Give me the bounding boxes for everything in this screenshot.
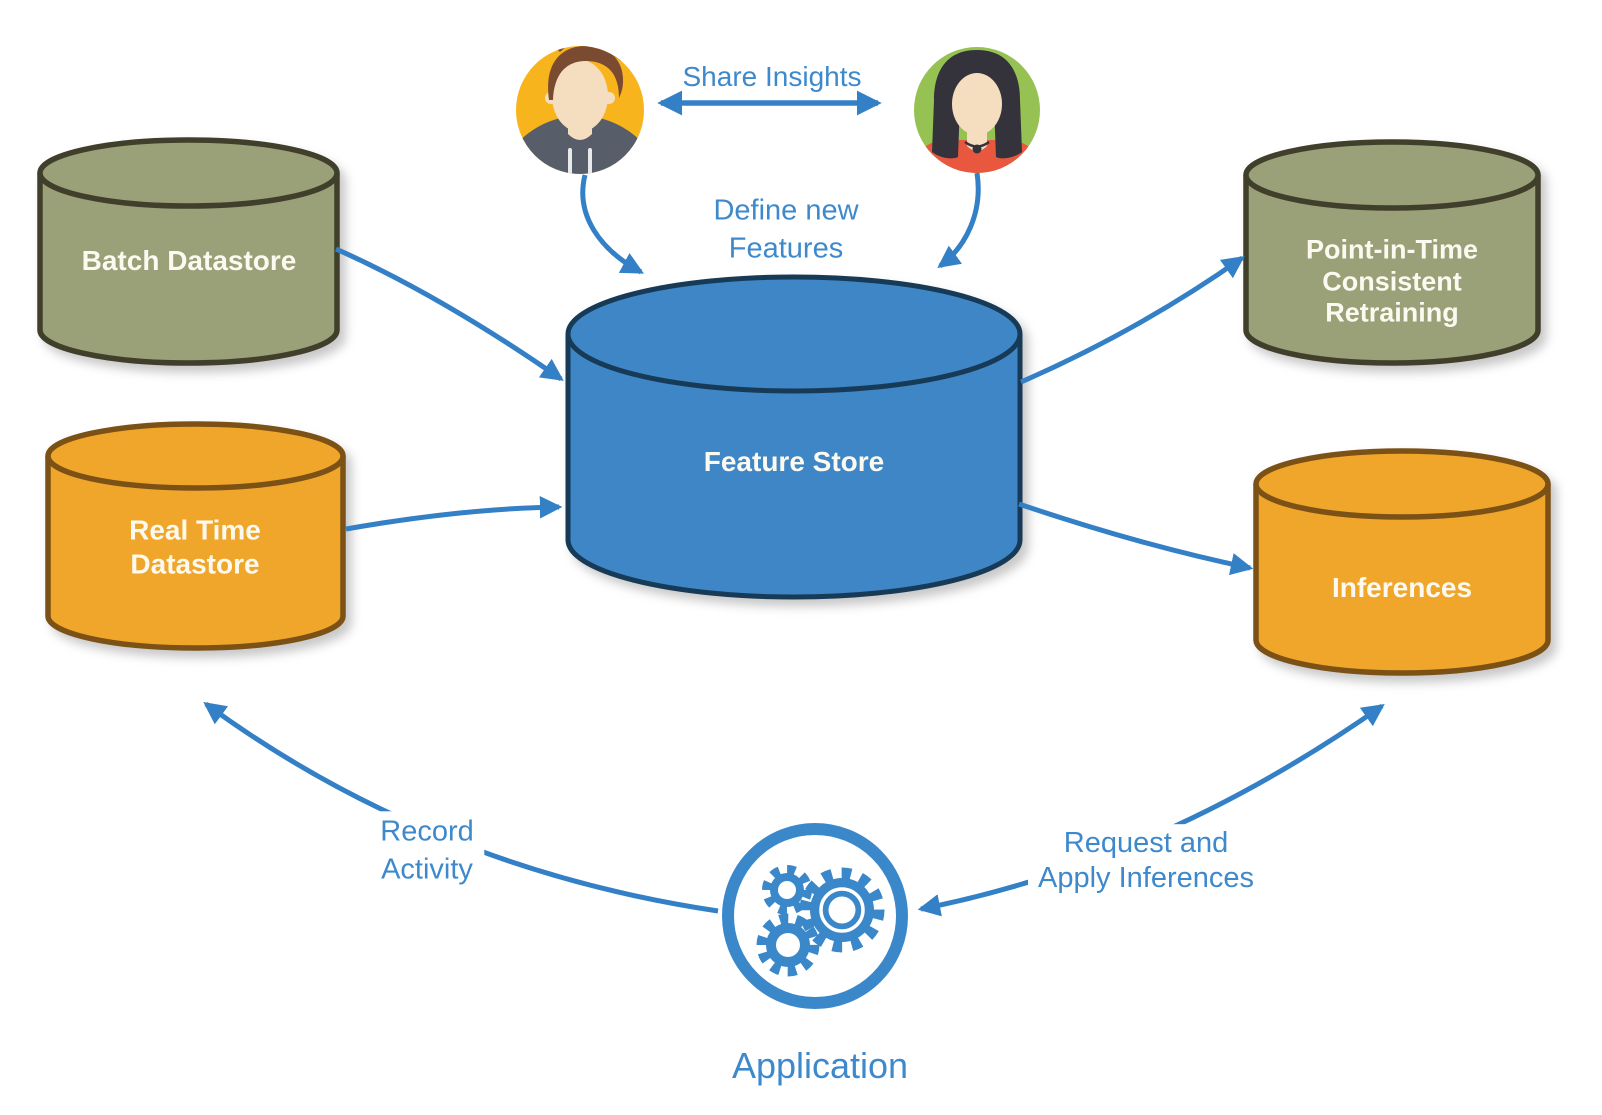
feature-store-cylinder [565,274,1023,600]
arrow-man-to-feature-store [580,174,644,275]
application-node [722,823,908,1009]
male-user-avatar-icon [516,46,644,174]
arrow-woman-to-feature-store [937,172,981,269]
real-time-datastore-cylinder [45,421,346,651]
female-user-avatar-icon [914,47,1040,173]
arrow-application-to-realtime-record-activity [203,701,719,914]
batch-datastore-cylinder [37,137,340,366]
point-in-time-retraining-cylinder [1243,139,1541,366]
arrow-application-inferences-request-apply [917,703,1385,917]
arrow-feature-store-to-retraining [1019,255,1245,385]
inferences-cylinder [1253,448,1551,676]
arrow-feature-store-to-inferences [1018,501,1254,576]
arrow-realtime-to-feature-store [345,496,563,532]
gears-icon [756,865,885,977]
arrow-batch-to-feature-store [334,246,564,382]
